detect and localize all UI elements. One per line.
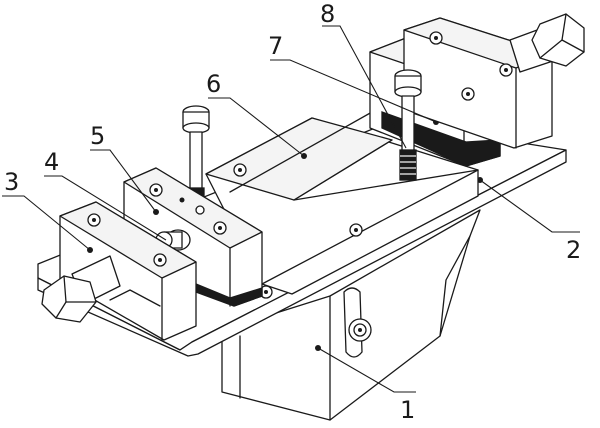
- leader-6: [208, 97, 305, 157]
- leader-4: [44, 175, 167, 241]
- callout-5: 5: [90, 122, 105, 150]
- rear-hex-bolt: [509, 13, 585, 73]
- leader-7: [270, 59, 437, 123]
- callout-7: 7: [268, 32, 283, 60]
- callout-labels: 1 2 3 4 5 6 7 8: [4, 0, 581, 424]
- leader-8: [322, 25, 407, 149]
- front-fixed-block: [59, 201, 197, 341]
- callout-2: 2: [566, 236, 581, 264]
- leader-1: [317, 347, 416, 393]
- leader-5: [90, 149, 157, 213]
- leader-2: [479, 179, 580, 233]
- callout-8: 8: [320, 0, 335, 28]
- callout-6: 6: [206, 70, 221, 98]
- lower-housing: [221, 209, 481, 421]
- leader-lines: [2, 25, 580, 393]
- callout-1: 1: [400, 396, 415, 424]
- leader-3: [2, 195, 91, 251]
- callout-3: 3: [4, 168, 19, 196]
- callout-4: 4: [44, 148, 59, 176]
- front-hex-bolt: [41, 255, 121, 323]
